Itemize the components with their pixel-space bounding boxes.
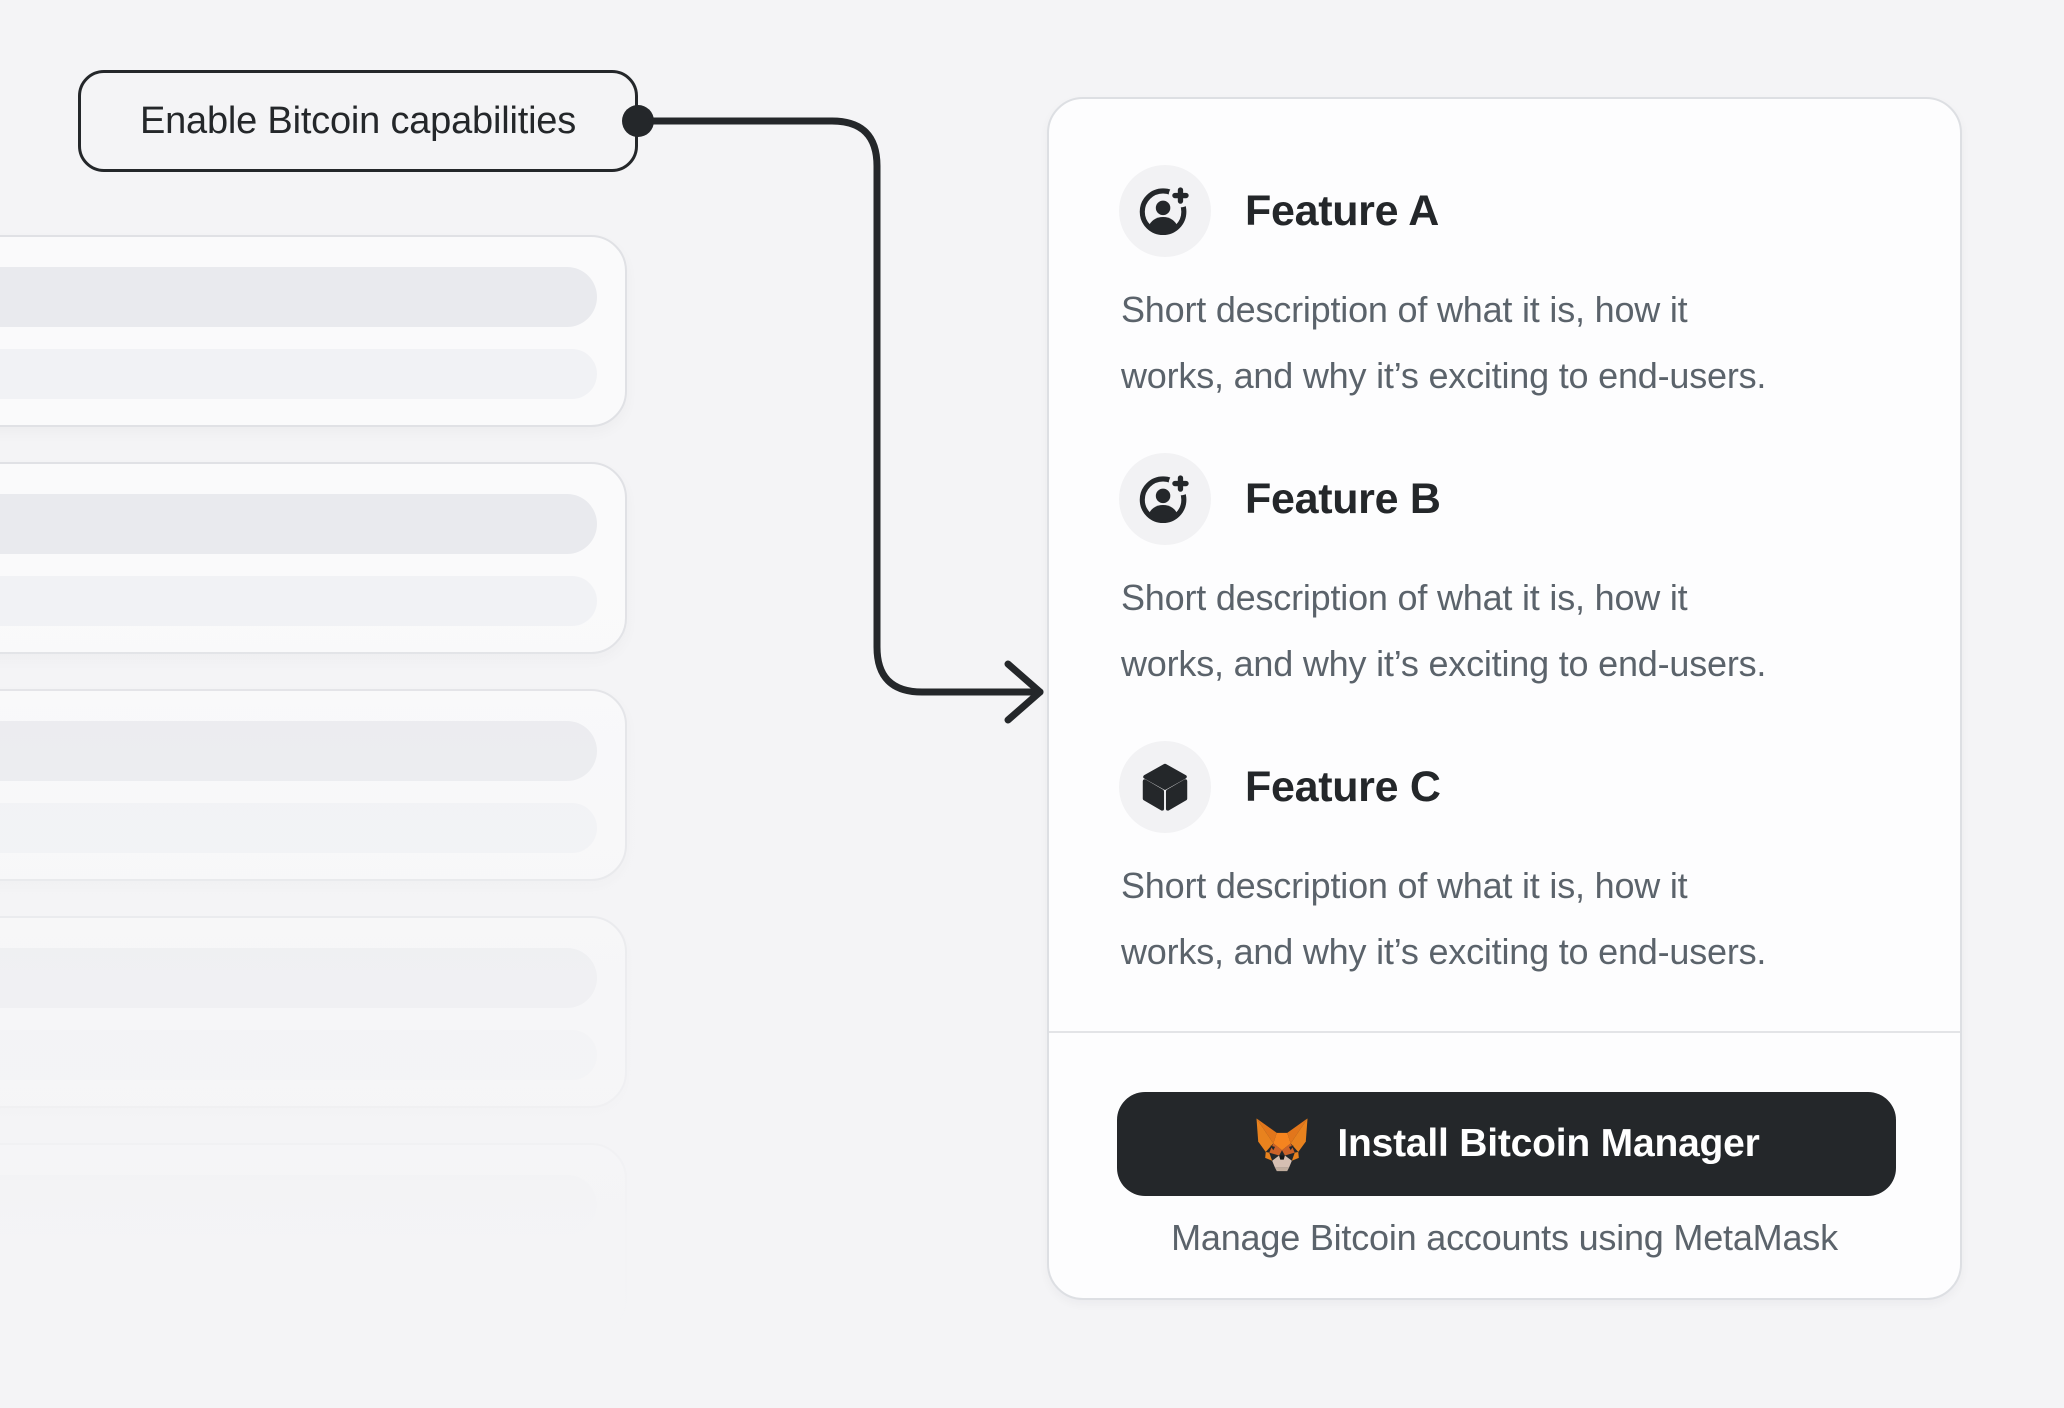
feature-head: Feature A <box>1119 165 1896 257</box>
skeleton-card <box>0 235 627 427</box>
skeleton-line <box>0 267 597 327</box>
feature-head: Feature C <box>1119 741 1896 833</box>
feature-row-c: Feature C Short description of what it i… <box>1119 741 1896 985</box>
metamask-fox-icon <box>1256 1117 1308 1171</box>
skeleton-card <box>0 462 627 654</box>
user-plus-icon <box>1119 165 1211 257</box>
callout-enable-bitcoin: Enable Bitcoin capabilities <box>78 70 638 172</box>
skeleton-card <box>0 1143 627 1335</box>
skeleton-line <box>0 576 597 626</box>
feature-title: Feature B <box>1245 474 1441 523</box>
feature-list: Feature A Short description of what it i… <box>1049 99 1960 985</box>
feature-description: Short description of what it is, how it … <box>1121 865 1767 972</box>
skeleton-line <box>0 1030 597 1080</box>
skeleton-line <box>0 349 597 399</box>
feature-title: Feature C <box>1245 762 1441 811</box>
install-button-label: Install Bitcoin Manager <box>1337 1122 1760 1165</box>
skeleton-line <box>0 721 597 781</box>
install-bitcoin-manager-button[interactable]: Install Bitcoin Manager <box>1117 1092 1896 1196</box>
feature-head: Feature B <box>1119 453 1896 545</box>
skeleton-column <box>0 0 760 1408</box>
feature-description: Short description of what it is, how it … <box>1121 289 1767 396</box>
card-divider <box>1049 1031 1960 1033</box>
feature-description: Short description of what it is, how it … <box>1121 577 1767 684</box>
arrowhead-icon <box>1004 660 1044 724</box>
feature-row-b: Feature B Short description of what it i… <box>1119 453 1896 697</box>
skeleton-card <box>0 916 627 1108</box>
skeleton-line <box>0 1257 597 1307</box>
feature-title: Feature A <box>1245 186 1440 235</box>
skeleton-line <box>0 494 597 554</box>
skeleton-line <box>0 948 597 1008</box>
feature-card: Feature A Short description of what it i… <box>1047 97 1962 1300</box>
skeleton-line <box>0 803 597 853</box>
feature-row-a: Feature A Short description of what it i… <box>1119 165 1896 409</box>
skeleton-line <box>0 1175 597 1235</box>
callout-label: Enable Bitcoin capabilities <box>139 99 577 142</box>
cube-icon <box>1119 741 1211 833</box>
install-caption: Manage Bitcoin accounts using MetaMask <box>1171 1217 1838 1258</box>
user-plus-icon <box>1119 453 1211 545</box>
skeleton-card <box>0 689 627 881</box>
